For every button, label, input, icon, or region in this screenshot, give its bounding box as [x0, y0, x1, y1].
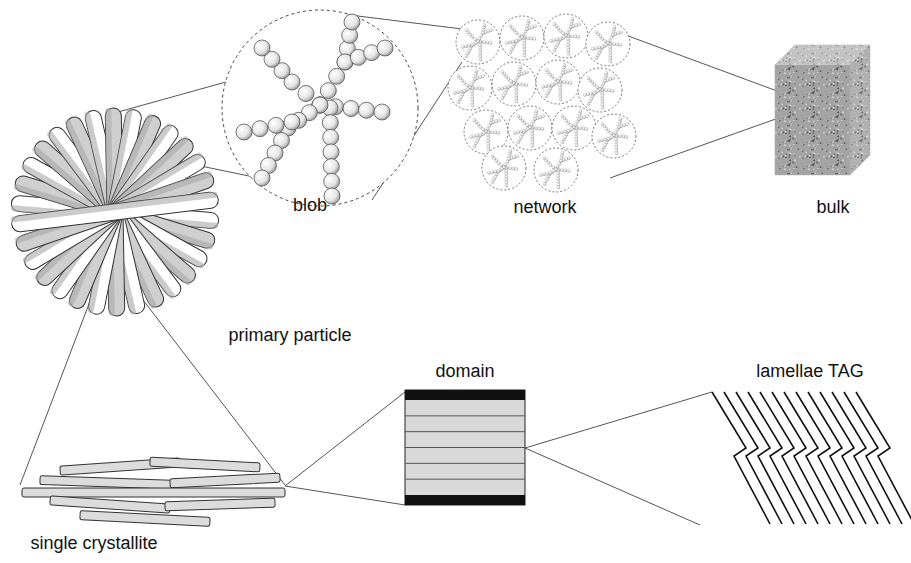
- blob-drawing: [236, 14, 393, 204]
- part-label: lamellae TAG: [756, 362, 863, 382]
- single-crystallite-drawing: [22, 457, 285, 526]
- zoom-lines: [20, 11, 815, 525]
- part-label: network: [513, 198, 576, 218]
- part-label: bulk: [816, 198, 849, 218]
- blob-outline: [222, 10, 418, 206]
- part-label: domain: [435, 362, 494, 382]
- domain-drawing: [405, 390, 525, 505]
- bulk-cube: [775, 45, 870, 175]
- primary-particle-drawing: [11, 108, 220, 316]
- part-label: primary particle: [228, 326, 351, 346]
- lamellae-drawing: [712, 392, 911, 524]
- network-drawing: [448, 14, 636, 192]
- part-label: blob: [293, 196, 327, 216]
- part-label: single crystallite: [30, 534, 157, 554]
